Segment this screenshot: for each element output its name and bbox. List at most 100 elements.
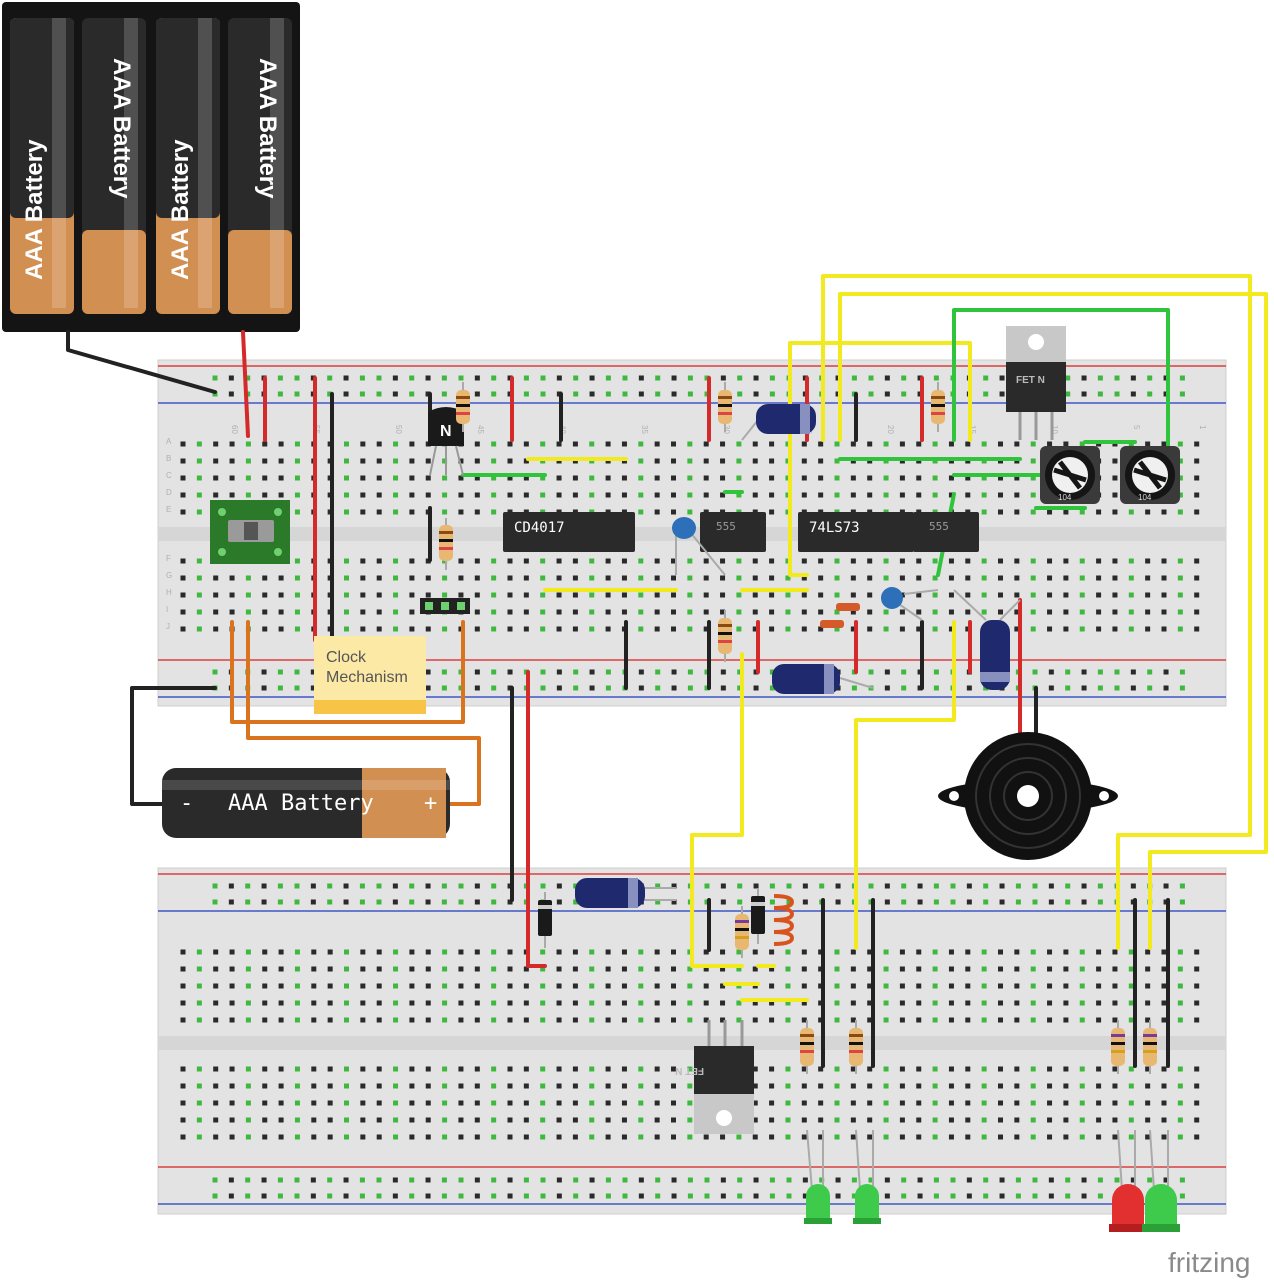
breadboard-hole[interactable] [376,609,382,615]
breadboard-hole[interactable] [687,949,693,955]
breadboard-hole[interactable] [1112,575,1118,581]
breadboard-hole[interactable] [687,375,693,381]
breadboard-hole[interactable] [262,458,268,464]
breadboard-hole[interactable] [540,966,546,972]
breadboard-hole[interactable] [556,1017,562,1023]
breadboard-hole[interactable] [884,883,890,889]
breadboard-hole[interactable] [213,575,219,581]
breadboard-hole[interactable] [998,441,1003,447]
breadboard-hole[interactable] [1063,626,1069,632]
breadboard-hole[interactable] [786,883,792,889]
breadboard-hole[interactable] [344,1017,349,1023]
breadboard-hole[interactable] [294,1000,300,1006]
breadboard-hole[interactable] [294,883,300,889]
breadboard-hole[interactable] [1096,609,1102,615]
breadboard-hole[interactable] [671,509,676,515]
breadboard-hole[interactable] [638,575,644,581]
voltage-regulator-top[interactable]: FET N [1006,326,1066,440]
breadboard-hole[interactable] [703,492,709,498]
breadboard-hole[interactable] [1194,1083,1200,1089]
breadboard-hole[interactable] [491,983,497,989]
breadboard-hole[interactable] [507,626,513,632]
breadboard-hole[interactable] [409,949,415,955]
breadboard-hole[interactable] [884,669,890,675]
breadboard-hole[interactable] [277,375,283,381]
breadboard-hole[interactable] [720,558,726,564]
breadboard-hole[interactable] [572,626,578,632]
breadboard-hole[interactable] [737,1193,743,1199]
breadboard-hole[interactable] [834,441,840,447]
breadboard-hole[interactable] [835,1177,841,1183]
breadboard-hole[interactable] [1145,575,1151,581]
breadboard-hole[interactable] [262,592,268,598]
breadboard-hole[interactable] [1194,492,1200,498]
breadboard-hole[interactable] [180,1117,186,1123]
electrolytic-capacitor[interactable] [772,664,874,694]
breadboard-hole[interactable] [245,966,251,972]
breadboard-hole[interactable] [834,1117,840,1123]
breadboard-hole[interactable] [229,492,235,498]
breadboard-hole[interactable] [589,669,595,675]
breadboard-hole[interactable] [1096,575,1102,581]
breadboard-hole[interactable] [638,492,644,498]
breadboard-hole[interactable] [1079,1083,1085,1089]
breadboard-hole[interactable] [1128,1117,1134,1123]
breadboard-hole[interactable] [359,883,365,889]
breadboard-hole[interactable] [1130,685,1136,691]
breadboard-hole[interactable] [932,609,938,615]
breadboard-hole[interactable] [540,492,546,498]
breadboard-hole[interactable] [344,492,349,498]
breadboard-hole[interactable] [523,1117,529,1123]
breadboard-hole[interactable] [294,983,300,989]
breadboard-hole[interactable] [671,1100,676,1106]
breadboard-hole[interactable] [294,592,300,598]
breadboard-hole[interactable] [818,592,824,598]
breadboard-hole[interactable] [736,441,742,447]
breadboard-hole[interactable] [965,626,971,632]
breadboard-hole[interactable] [327,949,333,955]
breadboard-hole[interactable] [442,949,448,955]
breadboard-hole[interactable] [229,458,235,464]
breadboard-hole[interactable] [1177,983,1183,989]
breadboard-hole[interactable] [752,1083,758,1089]
resistor[interactable] [439,518,453,570]
breadboard-hole[interactable] [344,575,349,581]
breadboard-hole[interactable] [540,609,546,615]
breadboard-hole[interactable] [393,592,399,598]
breadboard-hole[interactable] [556,1177,562,1183]
breadboard-hole[interactable] [360,1017,366,1023]
breadboard-hole[interactable] [294,669,300,675]
breadboard-hole[interactable] [655,1177,661,1183]
breadboard-hole[interactable] [1128,1134,1134,1140]
led-green[interactable] [853,1129,881,1224]
breadboard-hole[interactable] [1177,575,1183,581]
breadboard-hole[interactable] [409,1117,415,1123]
breadboard-hole[interactable] [589,609,595,615]
breadboard-hole[interactable] [344,558,349,564]
breadboard-hole[interactable] [801,475,807,481]
breadboard-hole[interactable] [245,1117,251,1123]
breadboard-hole[interactable] [785,458,791,464]
breadboard-hole[interactable] [540,1083,546,1089]
breadboard-hole[interactable] [360,1134,366,1140]
breadboard-hole[interactable] [654,509,660,515]
breadboard-hole[interactable] [769,1177,775,1183]
breadboard-hole[interactable] [294,458,300,464]
breadboard-hole[interactable] [262,441,268,447]
breadboard-hole[interactable] [573,1177,579,1183]
breadboard-hole[interactable] [605,492,611,498]
breadboard-hole[interactable] [540,669,546,675]
breadboard-hole[interactable] [932,1083,938,1089]
breadboard-hole[interactable] [981,1017,987,1023]
breadboard-hole[interactable] [605,1083,611,1089]
breadboard-hole[interactable] [425,458,431,464]
ic-555-b[interactable]: 555 [913,512,979,552]
breadboard-hole[interactable] [785,983,791,989]
breadboard-hole[interactable] [1177,626,1183,632]
breadboard-hole[interactable] [703,1017,709,1023]
breadboard-hole[interactable] [441,375,447,381]
breadboard-hole[interactable] [605,475,611,481]
breadboard-hole[interactable] [229,966,235,972]
breadboard-hole[interactable] [1194,983,1200,989]
breadboard-hole[interactable] [1194,558,1200,564]
